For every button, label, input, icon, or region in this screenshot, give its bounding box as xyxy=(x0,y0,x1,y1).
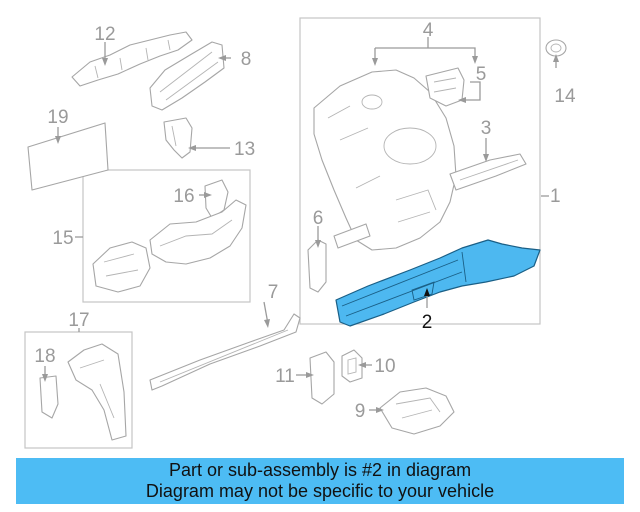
banner-line-2: Diagram may not be specific to your vehi… xyxy=(145,481,495,501)
info-banner: Part or sub-assembly is #2 in diagram Di… xyxy=(16,458,624,504)
callout-15: 15 xyxy=(52,228,73,249)
callout-17: 17 xyxy=(68,310,89,331)
part-11 xyxy=(309,351,335,405)
part-1-assembly xyxy=(313,67,527,251)
part-17 xyxy=(67,343,127,441)
part-7 xyxy=(149,313,301,391)
part-2-arrow xyxy=(424,288,430,296)
part-9 xyxy=(379,387,455,435)
banner-line-1: Part or sub-assembly is #2 in diagram xyxy=(168,460,472,480)
callout-7: 7 xyxy=(268,282,279,303)
callout-13: 13 xyxy=(234,139,255,160)
callout-14: 14 xyxy=(554,86,576,107)
callout-12: 12 xyxy=(94,24,115,45)
callout-18: 18 xyxy=(34,346,55,367)
callout-19: 19 xyxy=(47,107,68,128)
part-10 xyxy=(341,349,363,383)
callout-2: 2 xyxy=(422,312,433,333)
part-6 xyxy=(307,239,327,293)
part-2-highlighted xyxy=(335,239,541,327)
callout-3: 3 xyxy=(481,118,492,139)
parts-diagram: 4 5 3 1 2 6 7 12 8 19 13 16 15 14 17 18 … xyxy=(24,17,576,449)
group-15-box xyxy=(82,169,251,303)
callout-5: 5 xyxy=(476,64,487,85)
part-18 xyxy=(39,375,59,419)
callout-labels: 4 5 3 1 2 6 7 12 8 19 13 16 15 14 17 18 … xyxy=(34,20,576,422)
part-13 xyxy=(163,117,193,159)
callout-8: 8 xyxy=(241,49,252,70)
callout-6: 6 xyxy=(313,208,324,229)
callout-11: 11 xyxy=(275,366,295,387)
part-12 xyxy=(71,31,193,87)
leader-arrows xyxy=(42,54,559,413)
part-19 xyxy=(27,122,109,191)
part-15-panels xyxy=(92,199,247,293)
callout-16: 16 xyxy=(173,186,194,207)
callout-9: 9 xyxy=(355,401,366,422)
part-8 xyxy=(149,41,225,111)
callout-1: 1 xyxy=(550,186,561,207)
assembly-1-box xyxy=(299,17,541,325)
callout-10: 10 xyxy=(374,356,395,377)
part-14 xyxy=(545,39,567,57)
callout-4: 4 xyxy=(423,20,434,41)
